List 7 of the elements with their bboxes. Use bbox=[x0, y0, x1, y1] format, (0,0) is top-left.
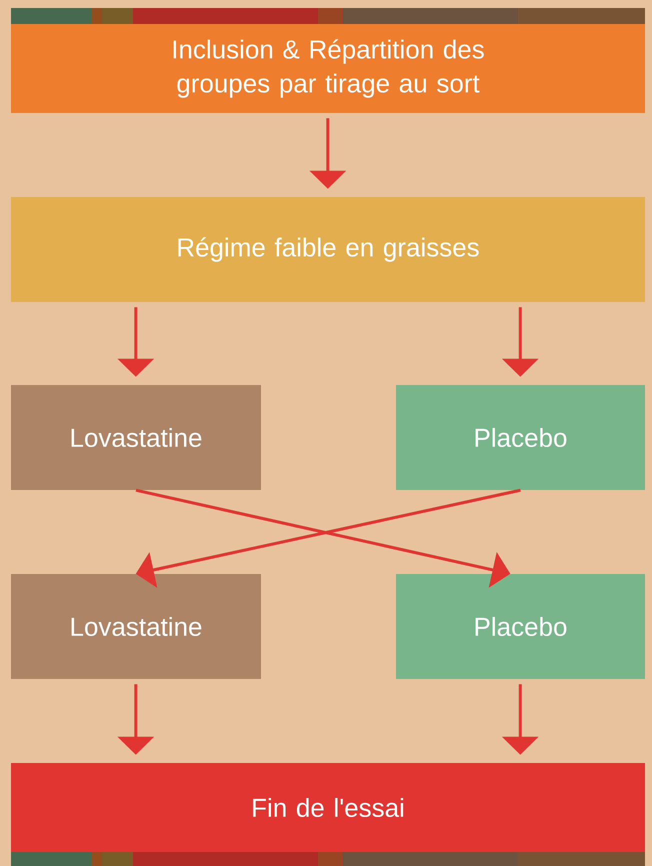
process-box: Lovastatine bbox=[11, 574, 261, 679]
process-box: Fin de l'essai bbox=[11, 763, 645, 852]
process-box: Lovastatine bbox=[11, 385, 261, 490]
process-box: Inclusion & Répartition des groupes par tirage au sort bbox=[11, 24, 645, 113]
process-box: Placebo bbox=[396, 574, 645, 679]
process-box: Placebo bbox=[396, 385, 645, 490]
process-box: Régime faible en graisses bbox=[11, 197, 645, 302]
